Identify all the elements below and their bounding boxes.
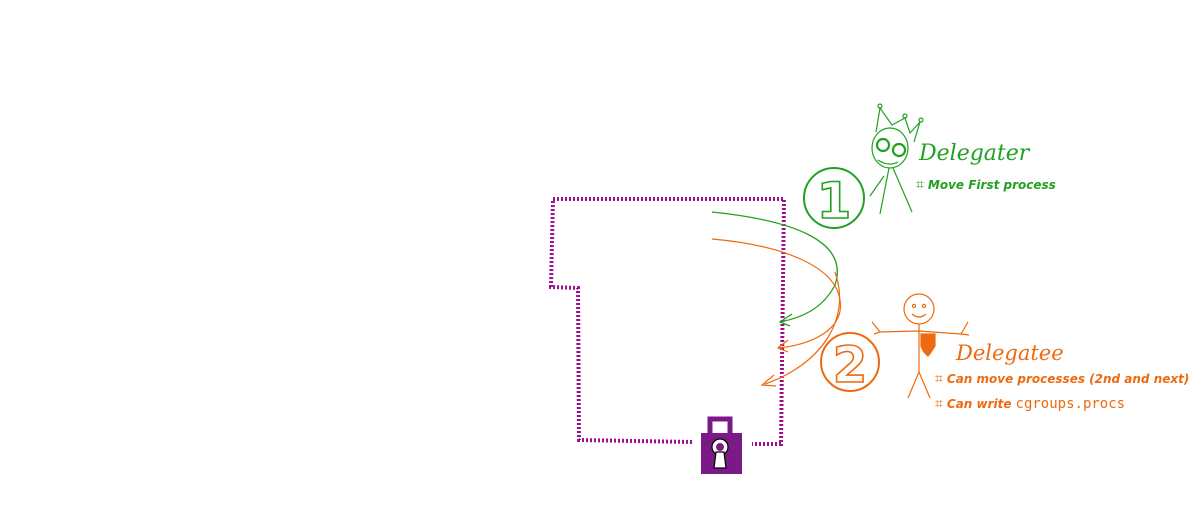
delegater-bullet: ⌗ Move First process bbox=[916, 177, 1056, 193]
crowned-figure-icon bbox=[869, 103, 924, 215]
delegatee-bullet-2: ⌗ Can write cgroups.procs bbox=[935, 396, 1125, 412]
person-with-shield-icon bbox=[871, 293, 970, 399]
delegater-title: Delegater bbox=[919, 141, 1030, 166]
delegatee-arrows bbox=[711, 238, 842, 387]
badge-1-number: 1 bbox=[817, 172, 852, 230]
delegatee-bullet-2-code: cgroups.procs bbox=[1015, 396, 1126, 412]
number-badge-2: 2 bbox=[820, 332, 880, 395]
bullet-hash-icon: ⌗ bbox=[916, 177, 924, 193]
delegatee-bullet-1: ⌗ Can move processes (2nd and next) bbox=[935, 371, 1189, 387]
delegater-arrow bbox=[711, 211, 838, 327]
bullet-hash-icon: ⌗ bbox=[935, 371, 943, 387]
number-badge-1: 1 bbox=[803, 167, 865, 231]
bullet-hash-icon: ⌗ bbox=[935, 396, 943, 412]
badge-2-number: 2 bbox=[833, 336, 868, 394]
delegatee-title: Delegatee bbox=[956, 341, 1064, 365]
cgroup-boundary bbox=[548, 197, 787, 446]
padlock-icon bbox=[701, 416, 742, 474]
delegatee-bullet-1-text: Can move processes (2nd and next) bbox=[946, 372, 1189, 386]
delegatee-bullet-2-prefix: Can write bbox=[946, 397, 1012, 411]
delegater-bullet-text: Move First process bbox=[927, 178, 1056, 192]
delegation-diagram: 1 2 bbox=[548, 103, 970, 474]
